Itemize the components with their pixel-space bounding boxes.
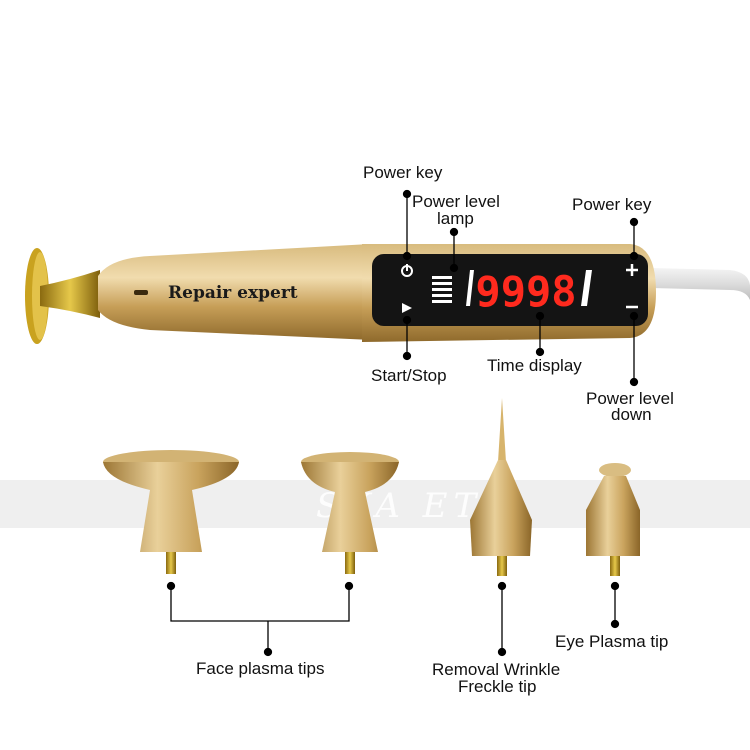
plus-icon — [626, 264, 638, 276]
level-wedge-right — [581, 270, 592, 306]
label-eye-plasma-tip: Eye Plasma tip — [555, 632, 669, 651]
plasma-pen — [25, 244, 750, 344]
label-power-key-right: Power key — [572, 195, 652, 214]
label-power-key-left: Power key — [363, 163, 443, 182]
power-cable — [652, 268, 750, 300]
brand-text: Repair expert — [168, 283, 298, 303]
label-power-level-down-1: Power level — [586, 389, 674, 408]
level-wedge-left — [466, 270, 474, 306]
label-time-display: Time display — [487, 356, 582, 375]
device-callouts — [402, 189, 639, 387]
label-face-plasma-tips: Face plasma tips — [196, 659, 325, 678]
tip-callouts — [166, 581, 620, 657]
eye-plasma-tip — [586, 463, 640, 576]
pen-body — [98, 244, 372, 340]
time-display-value: 9998 — [475, 267, 576, 316]
face-plasma-tip-2 — [301, 452, 399, 574]
label-freckle-tip: Freckle tip — [458, 677, 537, 696]
label-power-level-lamp-2: lamp — [437, 209, 474, 228]
control-panel — [372, 254, 648, 326]
label-removal-wrinkle: Removal Wrinkle — [432, 660, 561, 679]
label-start-stop: Start/Stop — [371, 366, 447, 385]
power-icon — [401, 264, 413, 277]
face-plasma-tip-1 — [103, 450, 239, 574]
label-power-level-down-2: down — [611, 405, 652, 424]
label-power-level-lamp-1: Power level — [412, 192, 500, 211]
removal-wrinkle-freckle-tip — [470, 398, 532, 576]
level-bars-icon — [432, 276, 452, 303]
play-icon — [402, 303, 412, 313]
